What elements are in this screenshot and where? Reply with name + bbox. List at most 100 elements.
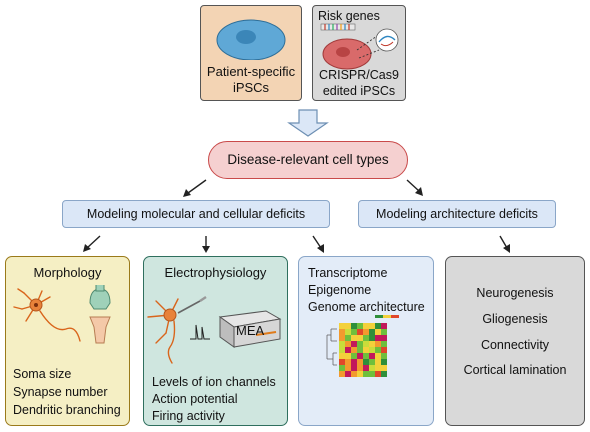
heatmap-cell [345,347,351,353]
heatmap-cell [339,341,345,347]
heatmap-cell [357,329,363,335]
omics-item: Genome architecture [308,300,425,314]
heatmap-cell [375,359,381,365]
heatmap-cell [345,371,351,377]
architecture-item: Connectivity [480,338,550,352]
heatmap-cell [363,365,369,371]
heatmap-cell [351,365,357,371]
heatmap-cell [345,359,351,365]
heatmap-cell [339,323,345,329]
heatmap-key [375,315,383,318]
heatmap-cell [375,323,381,329]
patch-neuron-icon [147,296,210,364]
heatmap-cell [339,335,345,341]
heatmap-cell [375,341,381,347]
heatmap-cell [345,335,351,341]
heatmap-cell [369,323,375,329]
heatmap-cell [351,329,357,335]
heatmap-cell [375,353,381,359]
architecture-item: Cortical lamination [463,363,567,377]
architecture-item: Neurogenesis [476,286,554,300]
heatmap-cell [381,359,387,365]
heatmap-cell [339,329,345,335]
heatmap-cell [363,329,369,335]
crispr-line1: CRISPR/Cas9 [319,68,399,82]
morphology-item: Dendritic branching [13,403,121,417]
disease-cell-types-label: Disease-relevant cell types [227,152,389,167]
heatmap-cell [351,353,357,359]
heatmap-cell [381,365,387,371]
heatmap-cell [363,347,369,353]
molecular-branch-box: Modeling molecular and cellular deficits [62,200,330,228]
heatmap-cell [339,359,345,365]
disease-cell-types-pill: Disease-relevant cell types [208,141,408,179]
omics-item: Epigenome [308,283,372,297]
morphology-card: Morphology Soma size Synapse number Dend… [5,256,130,426]
heatmap-cell [345,329,351,335]
heatmap-cell [351,359,357,365]
electrophysiology-title: Electrophysiology [164,265,267,280]
heatmap-cell [357,341,363,347]
heatmap-cell [363,359,369,365]
heatmap-cell [381,335,387,341]
heatmap-cell [345,341,351,347]
morphology-item: Synapse number [13,385,108,399]
architecture-card: Neurogenesis Gliogenesis Connectivity Co… [445,256,585,426]
arrow-center-to-molecular-icon [183,179,207,197]
heatmap-cell [351,341,357,347]
heatmap-cell [381,323,387,329]
heatmap-cell [339,365,345,371]
heatmap-icon [326,315,399,377]
architecture-branch-label: Modeling architecture deficits [376,207,538,221]
arrow-to-omics-icon [312,235,324,253]
crispr-edit-icon [320,23,399,70]
heatmap-cell [363,323,369,329]
heatmap-cell [369,365,375,371]
heatmap-cell [345,353,351,359]
heatmap-cell [351,323,357,329]
heatmap-cell [381,353,387,359]
heatmap-cell [375,347,381,353]
heatmap-cell [375,335,381,341]
heatmap-cell [381,341,387,347]
mea-device-icon [218,310,282,348]
heatmap-cell [351,347,357,353]
heatmap-cell [375,329,381,335]
arrow-center-to-architecture-icon [406,179,423,196]
heatmap-cell [357,347,363,353]
omics-item: Transcriptome [308,266,388,280]
patient-ipsc-line2: iPSCs [232,80,270,95]
ephys-item: Firing activity [152,409,225,423]
heatmap-cell [339,371,345,377]
crispr-ipsc-box: Risk genes CRISPR/Cas9 edited iPSCs [312,5,406,101]
morphology-item: Soma size [13,367,72,381]
heatmap-cell [345,323,351,329]
heatmap-key [391,315,399,318]
heatmap-cell [357,323,363,329]
patient-ipsc-box: Patient-specific iPSCs [200,5,302,101]
electrophysiology-card: Electrophysiology MEA Levels of ion chan… [143,256,288,426]
heatmap-cell [369,341,375,347]
ephys-item: Action potential [152,392,238,406]
heatmap-cell [351,335,357,341]
heatmap-cell [369,335,375,341]
heatmap-cell [363,353,369,359]
heatmap-cell [375,371,381,377]
heatmap-cell [339,347,345,353]
heatmap-cell [369,347,375,353]
heatmap-cell [381,347,387,353]
patient-ipsc-line1: Patient-specific [206,64,296,79]
heatmap-cell [381,371,387,377]
heatmap-cell [357,359,363,365]
morphology-title: Morphology [33,265,102,280]
arrow-to-morphology-icon [83,235,101,252]
omics-card: Transcriptome Epigenome Genome architect… [298,256,434,426]
hollow-down-arrow-icon [287,109,329,137]
heatmap-cell [369,371,375,377]
arrow-to-architecture-card-icon [499,235,510,253]
neuron-synapse-icon [13,285,111,344]
crispr-line2: edited iPSCs [322,84,396,98]
risk-genes-label: Risk genes [318,9,380,23]
heatmap-cell [345,365,351,371]
